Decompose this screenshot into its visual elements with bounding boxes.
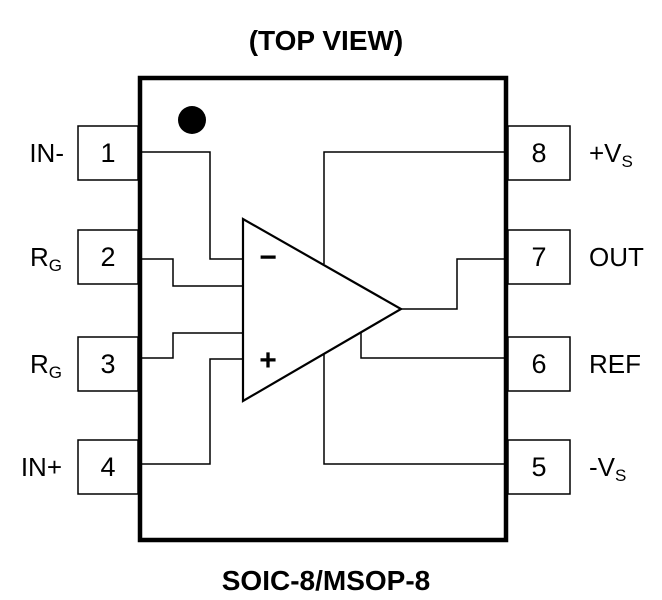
- pin-1: 1 IN-: [29, 125, 139, 181]
- pin1-indicator-dot: [178, 106, 206, 134]
- trace-pin7-out: [401, 258, 504, 310]
- inverting-input-symbol: −: [259, 241, 277, 274]
- pin-1-label: IN-: [29, 138, 64, 168]
- pin-2-number: 2: [100, 242, 115, 272]
- amplifier-triangle: [241, 217, 404, 403]
- pin-3-number: 3: [100, 349, 115, 379]
- pin-7-number: 7: [531, 242, 546, 272]
- pin-5: 5 -VS: [507, 439, 626, 495]
- pin-5-label: -VS: [589, 452, 626, 485]
- pin-7-label: OUT: [589, 242, 644, 272]
- pin-2-label: RG: [30, 242, 62, 275]
- pin-3: 3 RG: [30, 336, 139, 392]
- pin-2: 2 RG: [30, 229, 139, 285]
- trace-pin5-vs-minus: [323, 354, 504, 465]
- pin-5-number: 5: [531, 452, 546, 482]
- pin-8-box: [507, 125, 571, 181]
- trace-pin4-in-plus: [142, 358, 243, 465]
- pin-1-number: 1: [100, 138, 115, 168]
- trace-pin3-rg: [142, 332, 243, 359]
- pin-8: 8 +VS: [507, 125, 633, 181]
- trace-pin2-rg: [142, 258, 243, 287]
- pin-6: 6 REF: [507, 336, 641, 392]
- trace-pin6-ref: [360, 331, 504, 359]
- pin-1-box: [77, 125, 139, 181]
- pin-3-box: [77, 336, 139, 392]
- trace-pin8-vs-plus: [323, 151, 504, 264]
- package-name: SOIC-8/MSOP-8: [222, 565, 430, 596]
- pin-2-box: [77, 229, 139, 285]
- pin-8-label: +VS: [589, 138, 633, 171]
- pin-6-box: [507, 336, 571, 392]
- diagram-title: (TOP VIEW): [249, 25, 404, 56]
- pin-4-number: 4: [100, 452, 115, 482]
- noninverting-input-symbol: +: [259, 344, 277, 377]
- pin-7: 7 OUT: [507, 229, 644, 285]
- pin-6-label: REF: [589, 349, 641, 379]
- pin-8-number: 8: [531, 138, 546, 168]
- pin-3-label: RG: [30, 349, 62, 382]
- internal-traces: [142, 151, 504, 465]
- trace-pin1-in-minus: [142, 151, 243, 260]
- pin-4-label: IN+: [21, 452, 62, 482]
- pin-6-number: 6: [531, 349, 546, 379]
- pin-4: 4 IN+: [21, 439, 139, 495]
